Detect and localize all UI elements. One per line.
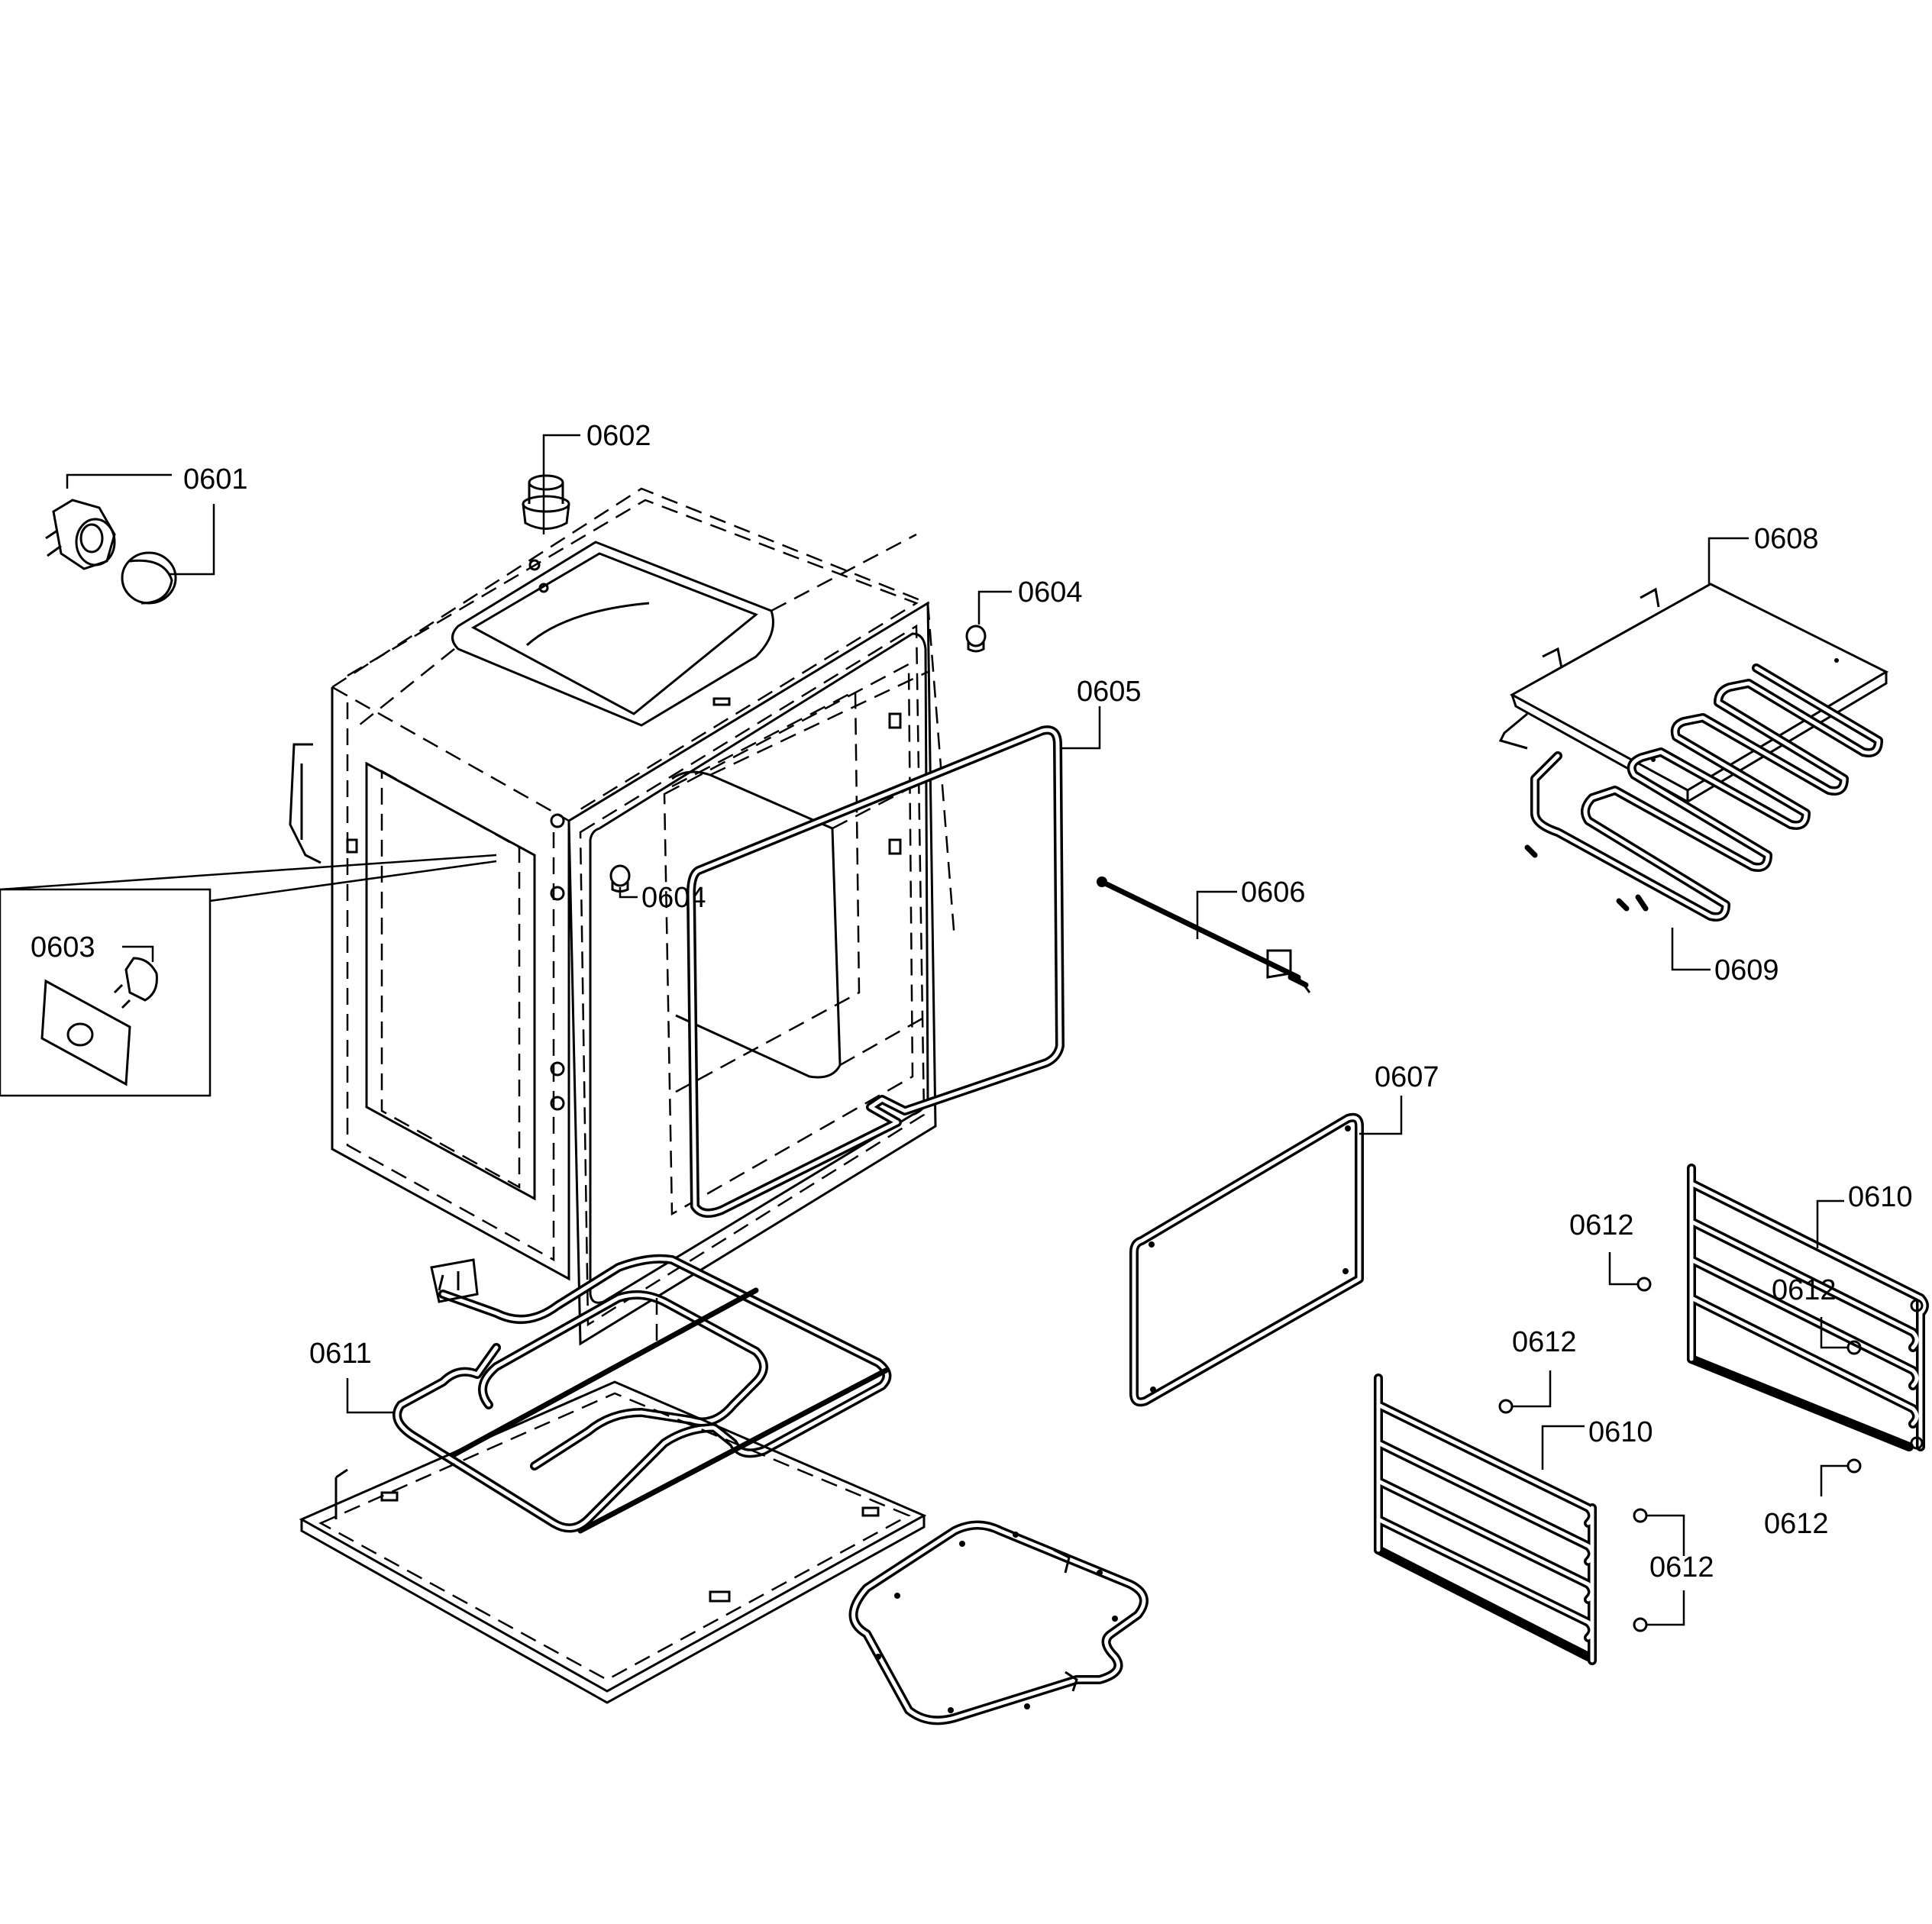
label-0605: 0605 (1077, 676, 1142, 708)
part-0601-lamp-assembly (45, 499, 177, 605)
label-0604-upper: 0604 (1018, 576, 1083, 609)
label-0612-d: 0612 (1512, 1326, 1577, 1358)
part-0605-door-gasket (687, 725, 1065, 1218)
label-0602: 0602 (586, 420, 651, 452)
oven-cavity (289, 487, 956, 1346)
label-0601: 0601 (183, 463, 248, 496)
label-0607: 0607 (1375, 1061, 1439, 1093)
part-0602-top-fitting (522, 474, 570, 530)
part-0609-broil-element (1524, 663, 1883, 922)
label-0610-left: 0610 (1588, 1416, 1653, 1448)
label-0603: 0603 (31, 931, 95, 964)
label-0612-e: 0612 (1649, 1551, 1714, 1583)
part-0604-screw-upper (965, 625, 987, 653)
part-0603-lamp-mount (40, 957, 158, 1086)
label-0612-b: 0612 (1772, 1274, 1837, 1306)
bottom-gasket (848, 1520, 1149, 1725)
label-0609: 0609 (1714, 954, 1779, 986)
part-0610-rack-support-left (1374, 1374, 1597, 1665)
part-0610-rack-support-right (1687, 1164, 1929, 1451)
part-0607-panel (1129, 1112, 1364, 1407)
label-0611: 0611 (309, 1338, 372, 1370)
label-0606: 0606 (1241, 876, 1306, 909)
part-0606-temperature-probe (1097, 876, 1311, 993)
oven-bottom-panel (299, 1380, 927, 1704)
label-0610-right: 0610 (1848, 1181, 1913, 1213)
label-0612-c: 0612 (1764, 1508, 1829, 1540)
label-0612-a: 0612 (1569, 1209, 1634, 1241)
label-0604-lower: 0604 (641, 882, 706, 914)
label-0608: 0608 (1754, 523, 1819, 555)
inset-box-0603 (0, 888, 212, 1097)
